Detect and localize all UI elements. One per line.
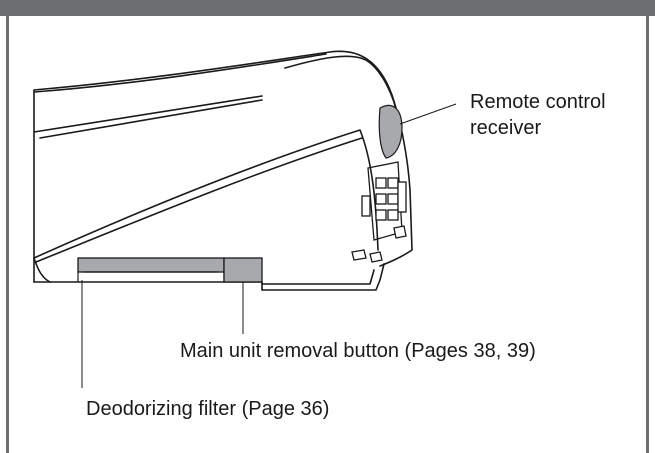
removal-button-label: Main unit removal button (Pages 38, 39) xyxy=(180,340,536,362)
unit-top-inner-edge xyxy=(284,55,399,119)
left-border xyxy=(6,16,9,453)
remote-leader-line xyxy=(399,103,457,125)
remote-receiver-label-line1: Remote control xyxy=(470,91,606,113)
deodorizing-filter xyxy=(77,257,225,273)
front-line-lower xyxy=(39,99,263,139)
right-border xyxy=(646,16,649,453)
header-bar xyxy=(0,0,655,16)
side-hinge-detail xyxy=(351,161,407,263)
deodorizing-filter-label: Deodorizing filter (Page 36) xyxy=(86,398,329,420)
unit-top-edge xyxy=(33,53,327,93)
front-line-upper xyxy=(33,95,263,133)
louver-edge xyxy=(33,129,379,259)
base-step xyxy=(261,269,375,285)
remote-receiver-window xyxy=(378,104,403,159)
base-curve xyxy=(33,257,51,283)
filter-frame xyxy=(77,271,225,282)
remote-receiver-label-line2: receiver xyxy=(470,117,541,139)
removal-button xyxy=(223,257,263,283)
louver-inner xyxy=(35,137,363,263)
unit-body-outline xyxy=(33,50,413,283)
